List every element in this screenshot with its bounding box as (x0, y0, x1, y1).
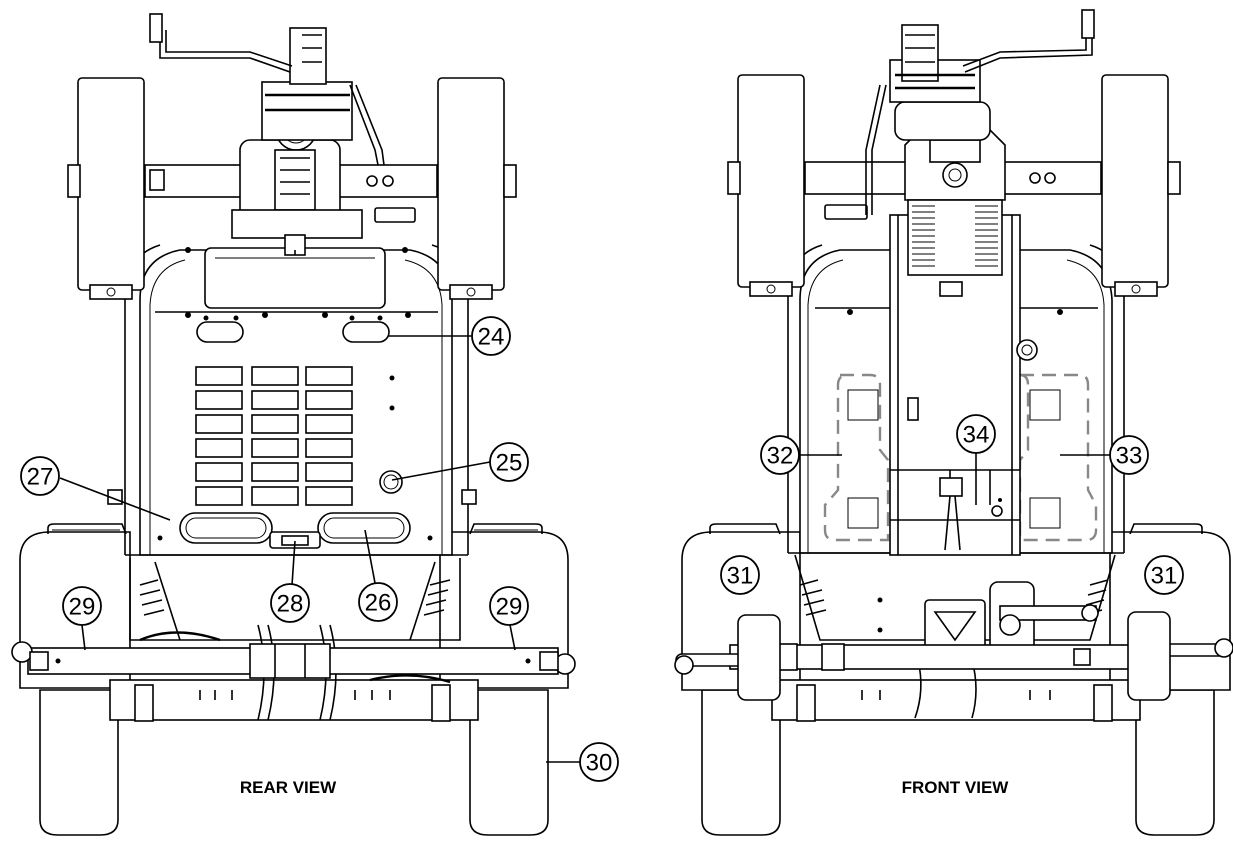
rear-wheel-right (469, 689, 549, 836)
callout-29-right: 29 (489, 586, 529, 626)
svg-text:26: 26 (365, 590, 392, 617)
front-bar (674, 611, 1233, 701)
callout-27: 27 (20, 456, 60, 496)
callout-33: 33 (1109, 435, 1149, 475)
callout-34: 34 (956, 414, 996, 454)
callout-31-left: 31 (720, 555, 760, 595)
rear-hitch-bar (11, 641, 576, 679)
front-view-label: FRONT VIEW (902, 778, 1010, 797)
callout-31-right: 31 (1144, 555, 1184, 595)
rear-grille (195, 366, 353, 506)
rear-wheel-left (39, 689, 119, 836)
front-wheel-left (701, 689, 781, 836)
callout-32: 32 (760, 435, 800, 475)
callout-24: 24 (471, 316, 511, 356)
svg-text:25: 25 (496, 450, 523, 477)
svg-text:31: 31 (1151, 563, 1178, 590)
rear-view-drawing: REAR VIEW (11, 13, 576, 836)
callout-bubbles: 24 25 27 28 26 29 29 30 (20, 316, 1184, 782)
svg-text:30: 30 (586, 750, 613, 777)
svg-text:32: 32 (767, 443, 794, 470)
callout-30: 30 (579, 742, 619, 782)
svg-text:34: 34 (963, 422, 990, 449)
svg-text:24: 24 (478, 324, 505, 351)
front-view-drawing: FRONT VIEW (674, 9, 1233, 836)
rear-body-panel (107, 244, 477, 556)
svg-text:28: 28 (277, 591, 304, 618)
callout-leaders (59, 335, 1110, 763)
rear-lower-frame (109, 558, 479, 722)
svg-text:31: 31 (727, 563, 754, 590)
rear-view-label: REAR VIEW (240, 778, 337, 797)
front-top-assembly (727, 9, 1181, 297)
svg-text:27: 27 (27, 464, 54, 491)
front-lower-frame (771, 554, 1141, 722)
callout-29-left: 29 (62, 586, 102, 626)
callout-25: 25 (489, 442, 529, 482)
svg-text:29: 29 (69, 594, 96, 621)
front-wheel-right (1135, 689, 1215, 836)
svg-text:29: 29 (496, 594, 523, 621)
svg-text:33: 33 (1116, 443, 1143, 470)
callout-26: 26 (358, 582, 398, 622)
rear-top-assembly (67, 13, 517, 300)
callout-28: 28 (270, 583, 310, 623)
